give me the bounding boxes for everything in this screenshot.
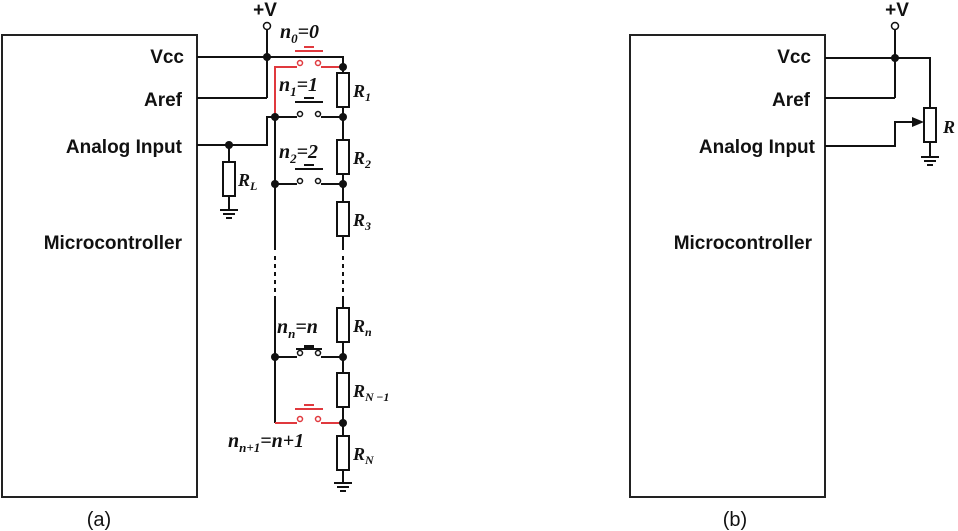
pin-label-analog-b: Analog Input xyxy=(699,137,816,158)
label-n0: n0=0 xyxy=(280,21,319,46)
label-r1: R1 xyxy=(352,81,371,104)
switch-n0 xyxy=(274,46,347,117)
ground-icon-chain xyxy=(334,482,352,492)
ground-icon-pot xyxy=(921,156,939,166)
caption-b: (b) xyxy=(723,509,747,531)
label-nn: nn=n xyxy=(277,316,318,341)
resistor-rn-minus-1 xyxy=(336,372,350,408)
resistor-r3 xyxy=(336,201,350,237)
label-n1: n1=1 xyxy=(279,74,318,99)
label-n-plus-1: nn+1=n+1 xyxy=(228,430,304,455)
pin-label-vcc-b: Vcc xyxy=(777,47,811,68)
supply-label-a: +V xyxy=(253,0,277,21)
supply-terminal-a xyxy=(262,21,272,31)
microcontroller-block-b xyxy=(629,34,826,498)
switch-nn xyxy=(271,345,347,361)
block-label-a: Microcontroller xyxy=(44,233,183,254)
switch-n2 xyxy=(271,164,347,188)
label-r2: R2 xyxy=(352,148,371,171)
pin-label-aref-b: Aref xyxy=(772,90,811,111)
label-r3: R3 xyxy=(352,210,371,233)
resistor-rN xyxy=(336,435,350,471)
panel-b: Vcc Aref Analog Input Microcontroller (b… xyxy=(629,0,955,531)
caption-a: (a) xyxy=(87,509,111,531)
label-r-pot: R xyxy=(942,117,955,137)
load-resistor-rl xyxy=(222,161,236,197)
analog-wire-b xyxy=(825,121,914,147)
label-rn: Rn xyxy=(352,316,372,339)
resistor-rn xyxy=(336,307,350,343)
pin-label-analog-a: Analog Input xyxy=(66,137,183,158)
block-label-b: Microcontroller xyxy=(674,233,813,254)
analog-wire-a xyxy=(197,116,275,146)
rl-label: RL xyxy=(237,170,257,193)
ground-icon-rl xyxy=(220,209,238,219)
pin-label-aref-a: Aref xyxy=(144,90,183,111)
vcc-wire-b xyxy=(825,57,931,108)
label-n2: n2=2 xyxy=(279,141,318,166)
switch-n-plus-1 xyxy=(275,404,347,427)
microcontroller-block-a xyxy=(1,34,198,498)
switch-n1 xyxy=(271,97,347,121)
pin-label-vcc-a: Vcc xyxy=(150,47,184,68)
resistor-r1 xyxy=(336,72,350,108)
wiper-arrow-icon xyxy=(912,117,924,127)
label-rn-minus-1: RN −1 xyxy=(352,381,389,404)
supply-label-b: +V xyxy=(885,0,909,21)
supply-terminal-b xyxy=(890,21,900,31)
panel-a: Vcc Aref Analog Input Microcontroller (a… xyxy=(1,0,389,531)
potentiometer-r xyxy=(923,107,937,143)
resistor-r2 xyxy=(336,139,350,175)
label-rN: RN xyxy=(352,444,375,467)
